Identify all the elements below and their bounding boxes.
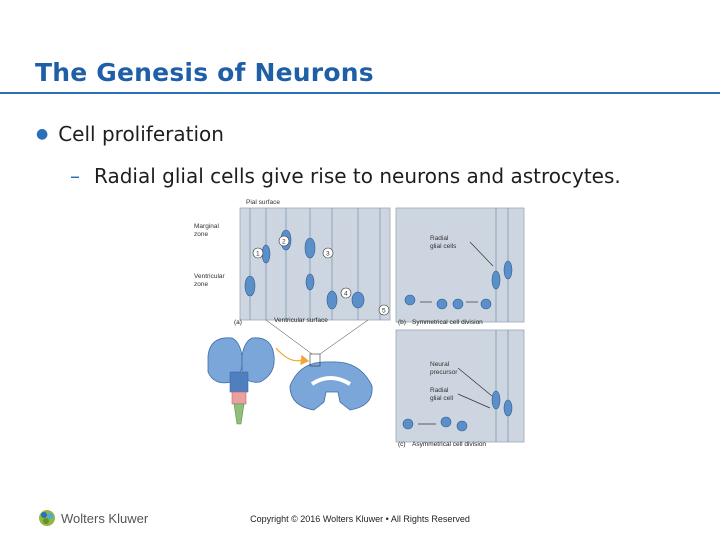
step-markers <box>252 235 390 316</box>
step-4-label: 4 <box>344 291 348 298</box>
panel-c-caption: Asymmetrical cell division <box>412 441 486 448</box>
title-divider <box>0 92 720 94</box>
marginal-zone-label-2: zone <box>194 231 208 238</box>
logo-text: Wolters Kluwer <box>61 510 149 526</box>
cells-c <box>402 390 513 432</box>
panel-a-bg <box>240 208 390 320</box>
sub-bullet-item: –Radial glial cells give rise to neurons… <box>70 164 621 188</box>
slide-title: The Genesis of Neurons <box>35 58 374 87</box>
arrows-b <box>420 241 494 303</box>
neural-tube-illustration <box>289 353 373 411</box>
zoom-lines <box>265 319 369 355</box>
sub-bullet-text: Radial glial cells give rise to neurons … <box>94 164 621 188</box>
ventricular-zone-label-2: zone <box>194 281 208 288</box>
marginal-zone-label-1: Marginal <box>194 223 219 230</box>
bullet-item: ● Cell proliferation <box>36 122 224 146</box>
panel-a-tag: (a) <box>234 319 242 326</box>
step-2-label: 2 <box>282 239 286 246</box>
panel-b-tag: (b) <box>398 319 406 326</box>
ventricular-surface-label: Ventricular surface <box>274 317 328 324</box>
pial-surface-label: Pial surface <box>246 199 280 206</box>
cells-b <box>404 260 513 310</box>
neurogenesis-figure: 1 2 3 4 5 Pial surface Marginal zone Ven… <box>190 196 530 456</box>
step-5-label: 5 <box>382 308 386 315</box>
step-3-label: 3 <box>326 251 330 258</box>
cells-a <box>244 229 365 310</box>
radial-glial-cell-label-2: glial cell <box>430 395 454 402</box>
footer-logo: Wolters Kluwer <box>38 509 148 527</box>
arrows-c <box>418 367 493 425</box>
radial-fibers-c <box>495 330 509 442</box>
radial-glia-label-2: glial cells <box>430 243 457 250</box>
wolters-kluwer-logo-icon <box>39 510 55 526</box>
bullet-text: Cell proliferation <box>58 122 224 146</box>
figure-svg: 1 2 3 4 5 Pial surface Marginal zone Ven… <box>194 199 525 448</box>
zoom-arrow-icon <box>275 347 310 365</box>
radial-glial-cell-label-1: Radial <box>430 387 449 394</box>
brain-illustration <box>207 337 275 425</box>
bullet-dot-icon: ● <box>36 126 49 142</box>
step-1-label: 1 <box>256 251 260 258</box>
dash-icon: – <box>70 164 80 188</box>
neural-precursor-label-1: Neural <box>430 361 450 368</box>
copyright-text: Copyright © 2016 Wolters Kluwer • All Ri… <box>250 514 470 524</box>
neural-precursor-label-2: precursor <box>430 369 458 376</box>
ventricular-zone-label-1: Ventricular <box>194 273 226 280</box>
panel-a-border <box>239 207 391 321</box>
panel-c-tag: (c) <box>398 441 406 448</box>
radial-glia-label-1: Radial <box>430 235 449 242</box>
panel-b-caption: Symmetrical cell division <box>412 319 483 326</box>
